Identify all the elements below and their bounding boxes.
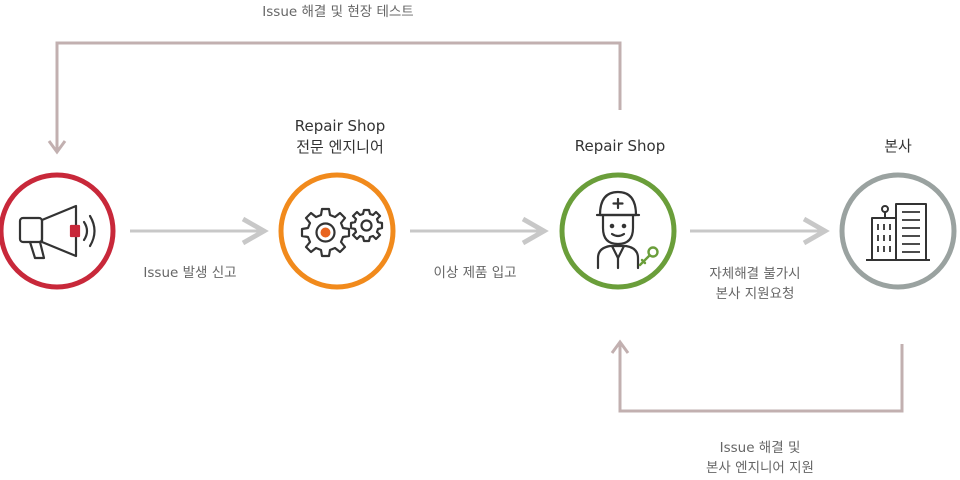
edge-label-engineer-shop-line-1: 이상 제품 입고 xyxy=(433,265,517,281)
edge-label-shop-hq-line-2: 본사 지원요청 xyxy=(715,286,795,302)
feedback-label-support: Issue 해결 및 본사 엔지니어 지원 xyxy=(680,438,840,478)
node-title-hq-line-1: 본사 xyxy=(884,137,912,155)
node-report xyxy=(0,172,116,290)
feedback-label-support-line-2: 본사 엔지니어 지원 xyxy=(706,460,814,476)
node-hq xyxy=(839,172,957,290)
edge-label-engineer-shop: 이상 제품 입고 xyxy=(405,263,545,283)
megaphone-icon xyxy=(18,204,96,260)
technician-icon xyxy=(595,190,641,270)
node-ring-engineer xyxy=(278,172,396,290)
node-ring-report xyxy=(0,172,116,290)
node-title-engineer: Repair Shop 전문 엔지니어 xyxy=(267,116,413,158)
feedback-arrowhead-support xyxy=(610,339,630,354)
edge-label-report-engineer-line-1: Issue 발생 신고 xyxy=(143,265,237,281)
node-title-engineer-line-1: Repair Shop xyxy=(294,117,386,135)
node-ring-hq xyxy=(839,172,957,290)
node-title-shop: Repair Shop xyxy=(545,136,695,157)
node-shop xyxy=(559,172,677,290)
node-engineer xyxy=(278,172,396,290)
node-title-shop-line-1: Repair Shop xyxy=(574,137,666,155)
feedback-label-test-line-1: Issue 해결 및 현장 테스트 xyxy=(262,4,414,20)
feedback-label-test: Issue 해결 및 현장 테스트 xyxy=(218,2,458,22)
feedback-label-support-line-1: Issue 해결 및 xyxy=(719,440,801,456)
edge-label-shop-hq-line-1: 자체해결 불가시 xyxy=(709,266,801,282)
edge-label-shop-hq: 자체해결 불가시 본사 지원요청 xyxy=(685,264,825,304)
edge-label-report-engineer: Issue 발생 신고 xyxy=(120,263,260,283)
feedback-arrowhead-test xyxy=(47,140,67,155)
gears-icon xyxy=(300,207,384,258)
node-title-hq: 본사 xyxy=(848,136,948,157)
feedback-line-support xyxy=(618,343,904,413)
wrench-icon xyxy=(638,246,659,267)
office-building-icon xyxy=(866,203,930,261)
feedback-line-test xyxy=(55,41,622,150)
node-title-engineer-line-2: 전문 엔지니어 xyxy=(296,138,384,156)
